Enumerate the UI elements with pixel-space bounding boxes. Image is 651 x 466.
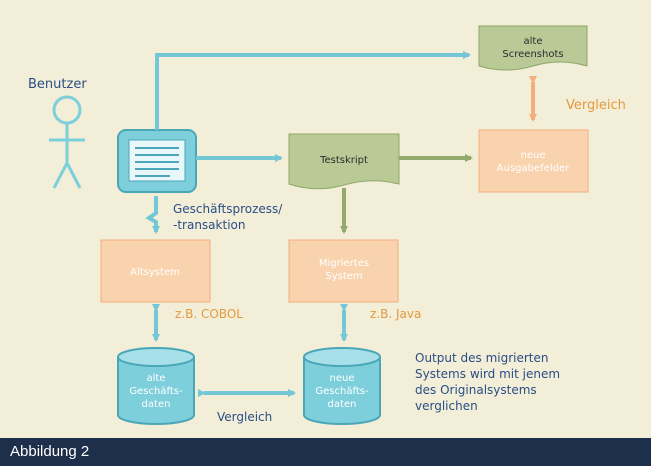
migriertes-system-box [288,239,399,303]
migriertes-system-line2: System [325,271,362,282]
migriertes-system-line1: Migriertes [319,258,369,269]
neue-ausgabefelder-line1: neue [521,150,546,161]
output-note-line1: Output des migrierten [415,351,548,365]
user-icon [49,95,85,189]
arrow-lightning-to-altsystem [145,196,160,234]
alte-screenshots-line1: alte [524,36,543,47]
output-note-line2: Systems wird mit jenem [415,367,560,381]
cobol-label: z.B. COBOL [175,307,243,321]
alte-screenshots-line2: Screenshots [502,49,563,60]
neue-daten-line1: neue [330,373,355,384]
neue-ausgabefelder-line2: Ausgabefelder [497,163,570,174]
alte-geschaeftsdaten-db [117,347,195,425]
testskript-box [288,133,400,190]
user-label: Benutzer [28,77,87,92]
output-note-line3: des Originalsystems [415,383,537,397]
altsystem-label: Altsystem [130,267,180,278]
neue-geschaeftsdaten-db [303,347,381,425]
vergleich-top-label: Vergleich [566,98,626,113]
output-note-line4: verglichen [415,399,478,413]
alte-daten-line3: daten [142,399,171,410]
neue-ausgabefelder-box [478,129,589,193]
terminal-icon [117,129,197,193]
geschaeftsprozess-line2: -transaktion [173,218,245,232]
alte-screenshots-box [478,25,588,71]
neue-daten-line2: Geschäfts- [315,386,369,397]
caption-text: Abbildung 2 [10,443,90,460]
geschaeftsprozess-line1: Geschäftsprozess/ [173,202,283,216]
alte-daten-line2: Geschäfts- [129,386,183,397]
diagram-canvas: Benutzer alte Screenshots Vergleich Test… [28,25,626,425]
testskript-label: Testskript [319,155,368,166]
vergleich-bottom-label: Vergleich [217,410,272,424]
diagram-panel: Benutzer alte Screenshots Vergleich Test… [0,0,651,438]
arrow-terminal-to-screenshots [155,51,471,130]
java-label: z.B. Java [370,307,421,321]
alte-daten-line1: alte [147,373,166,384]
caption-bar: Abbildung 2 [0,438,651,466]
neue-daten-line3: daten [328,399,357,410]
altsystem-box [100,239,211,303]
